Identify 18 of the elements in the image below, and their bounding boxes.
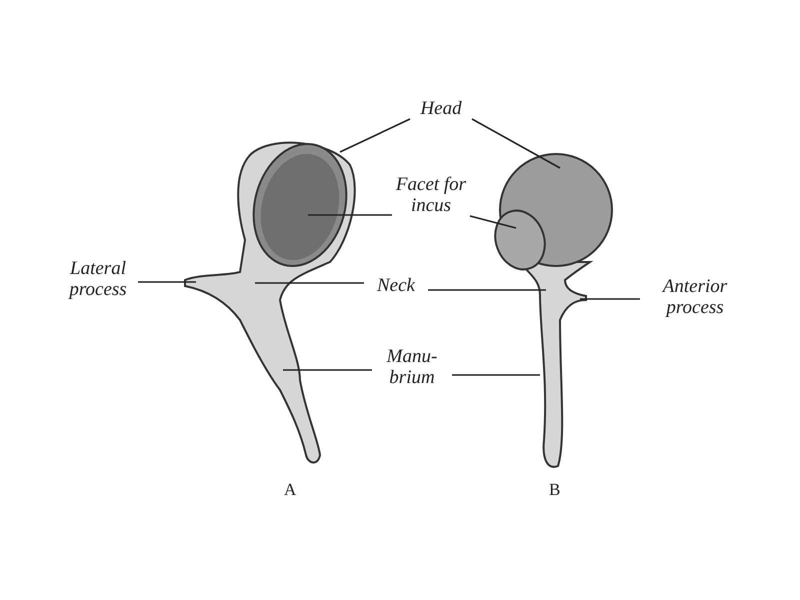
leader-line [340, 118, 410, 153]
leader-line [472, 118, 560, 169]
leader-line [580, 298, 640, 300]
leader-line [138, 281, 196, 283]
leader-line [470, 215, 516, 229]
leader-line [452, 374, 540, 376]
leader-line [283, 369, 372, 371]
part-label: Lateral process [58, 258, 138, 300]
leader-line [428, 289, 546, 291]
leader-line [308, 214, 392, 216]
figure-letter: A [284, 480, 296, 500]
part-label: Head [410, 98, 472, 119]
leader-line [255, 282, 364, 284]
part-label: Anterior process [640, 276, 750, 318]
part-label: Facet for incus [392, 174, 470, 216]
part-label: Neck [364, 275, 428, 296]
figure-letter: B [549, 480, 560, 500]
part-label: Manu- brium [372, 346, 452, 388]
